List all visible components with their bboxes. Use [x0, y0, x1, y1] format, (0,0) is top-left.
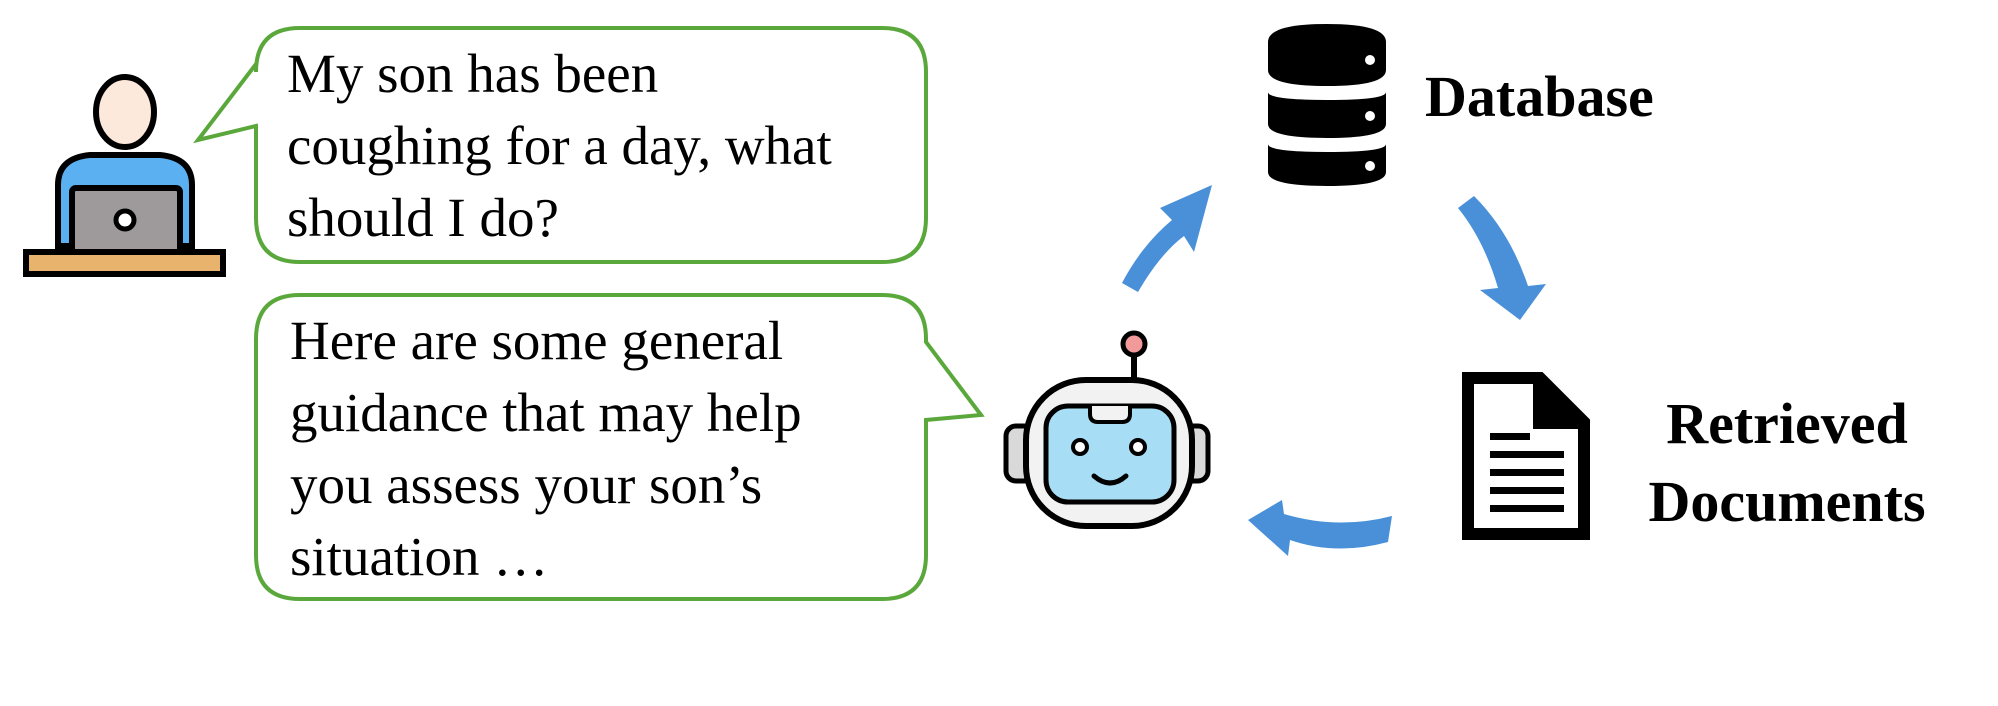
database-disk-middle	[1268, 92, 1386, 138]
database-dot-1	[1365, 55, 1375, 65]
arrow-documents-to-robot	[1248, 500, 1392, 556]
database-icon	[1268, 24, 1386, 186]
arrow-database-to-documents	[1458, 196, 1546, 320]
user-speech-bubble	[192, 26, 928, 264]
bot-speech-bubble	[254, 293, 985, 601]
user-message-line-3: should I do?	[287, 187, 559, 248]
documents-label-line-2: Documents	[1648, 469, 1926, 534]
documents-label-line-1: Retrieved	[1666, 391, 1908, 456]
bot-reply-line-3: you assess your son’s	[290, 454, 763, 515]
document-line-5	[1490, 505, 1564, 512]
user-at-laptop-icon	[23, 74, 226, 277]
database-dot-2	[1365, 111, 1375, 121]
document-line-1	[1490, 433, 1530, 440]
robot-right-eye	[1129, 438, 1147, 456]
laptop-logo	[113, 208, 137, 232]
user-message: My son has been coughing for a day, what…	[287, 38, 832, 254]
desk	[23, 249, 226, 277]
document-fold	[1533, 378, 1584, 429]
bot-reply: Here are some general guidance that may …	[290, 305, 802, 593]
bot-reply-line-2: guidance that may help	[290, 382, 802, 443]
documents-label: Retrieved Documents	[1632, 385, 1942, 541]
robot-left-eye	[1071, 438, 1089, 456]
database-dot-3	[1365, 161, 1375, 171]
database-label: Database	[1425, 64, 1654, 129]
arrow-robot-to-database	[1122, 185, 1212, 292]
bot-reply-line-1: Here are some general	[290, 310, 784, 371]
robot-antenna-tip	[1120, 330, 1148, 358]
robot-smile	[1091, 473, 1129, 486]
user-message-line-2: coughing for a day, what	[287, 115, 832, 176]
user-head	[93, 74, 157, 150]
robot-face-notch	[1088, 406, 1132, 424]
document-line-2	[1490, 451, 1564, 458]
database-disk-bottom	[1268, 144, 1386, 186]
bot-reply-line-4: situation …	[290, 526, 549, 587]
document-line-3	[1490, 469, 1564, 476]
database-disk-top	[1268, 24, 1386, 86]
document-line-4	[1490, 487, 1564, 494]
cycle-arrows	[1122, 185, 1546, 556]
user-message-line-1: My son has been	[287, 43, 659, 104]
robot-icon	[1003, 330, 1211, 529]
document-icon	[1462, 372, 1590, 540]
